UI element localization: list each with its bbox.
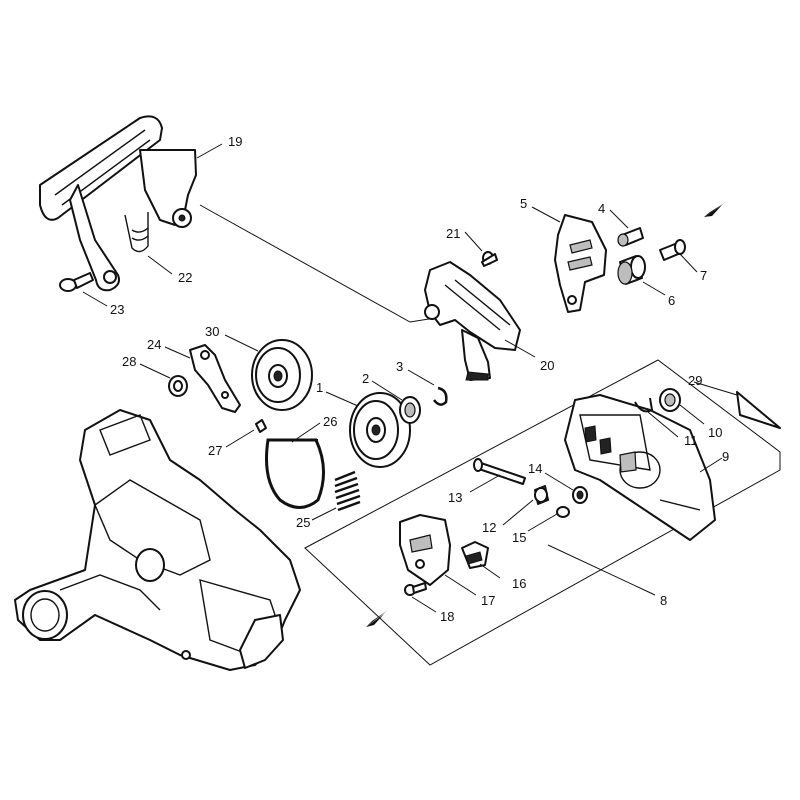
direction-arrow-upper <box>704 202 726 217</box>
adjuster-12 <box>534 485 549 505</box>
bolt-13 <box>473 458 526 485</box>
guide-plate-5 <box>554 214 607 313</box>
cover-plate-29 <box>736 391 781 429</box>
callout-15: 15 <box>512 530 526 545</box>
screw-18 <box>404 582 427 596</box>
callout-5: 5 <box>520 196 527 211</box>
washer-15 <box>556 506 570 518</box>
callout-16: 16 <box>512 576 526 591</box>
circlip-3 <box>433 386 448 406</box>
callout-24: 24 <box>147 337 161 352</box>
callout-22: 22 <box>178 270 192 285</box>
screw-4 <box>617 227 644 247</box>
leader-lines <box>82 143 738 613</box>
callout-7: 7 <box>700 268 707 283</box>
chain-brake-handle <box>39 115 197 292</box>
direction-arrow-lower <box>366 610 388 627</box>
brake-spring <box>124 212 149 253</box>
clip-11 <box>634 397 654 413</box>
lever-plate-24 <box>189 344 241 413</box>
callout-10: 10 <box>708 425 722 440</box>
callout-11: 11 <box>684 433 698 448</box>
callout-6: 6 <box>668 293 675 308</box>
bushing-6 <box>617 255 646 285</box>
callout-21: 21 <box>446 226 460 241</box>
screw-23 <box>59 272 94 292</box>
clutch-drum-1 <box>349 392 411 468</box>
callout-4: 4 <box>598 201 605 216</box>
callout-28: 28 <box>122 354 136 369</box>
callout-12: 12 <box>482 520 496 535</box>
brake-mechanism <box>424 261 521 381</box>
callout-30: 30 <box>205 324 219 339</box>
callout-1: 1 <box>316 380 323 395</box>
callout-9: 9 <box>722 449 729 464</box>
pulley-30 <box>251 339 313 411</box>
washer-2 <box>399 396 421 424</box>
callout-26: 26 <box>323 414 337 429</box>
bolt-7 <box>659 239 686 261</box>
callout-23: 23 <box>110 302 124 317</box>
callout-19: 19 <box>228 134 242 149</box>
nut-14 <box>572 486 588 504</box>
callout-17: 17 <box>481 593 495 608</box>
assembly-frame-8 <box>304 359 781 666</box>
callout-18: 18 <box>440 609 454 624</box>
spring-25 <box>334 470 361 512</box>
assembly-leader-20 <box>199 204 436 323</box>
pin-27 <box>255 419 267 433</box>
brake-band-26 <box>265 438 325 509</box>
callout-14: 14 <box>528 461 542 476</box>
callout-2: 2 <box>362 371 369 386</box>
callout-3: 3 <box>396 359 403 374</box>
crankcase-housing <box>14 409 301 671</box>
sprocket-cover-9 <box>564 394 716 541</box>
callout-27: 27 <box>208 443 222 458</box>
callout-20: 20 <box>540 358 554 373</box>
callout-29: 29 <box>688 373 702 388</box>
callout-13: 13 <box>448 490 462 505</box>
guide-plate-17 <box>399 514 451 586</box>
bolt-21 <box>481 251 498 267</box>
nut-10 <box>659 388 681 412</box>
washer-28 <box>168 375 188 397</box>
callout-labels: 19 22 23 21 20 5 4 7 6 30 24 28 27 26 25… <box>110 134 729 624</box>
callout-8: 8 <box>660 593 667 608</box>
tensioner-16 <box>461 541 489 569</box>
callout-25: 25 <box>296 515 310 530</box>
